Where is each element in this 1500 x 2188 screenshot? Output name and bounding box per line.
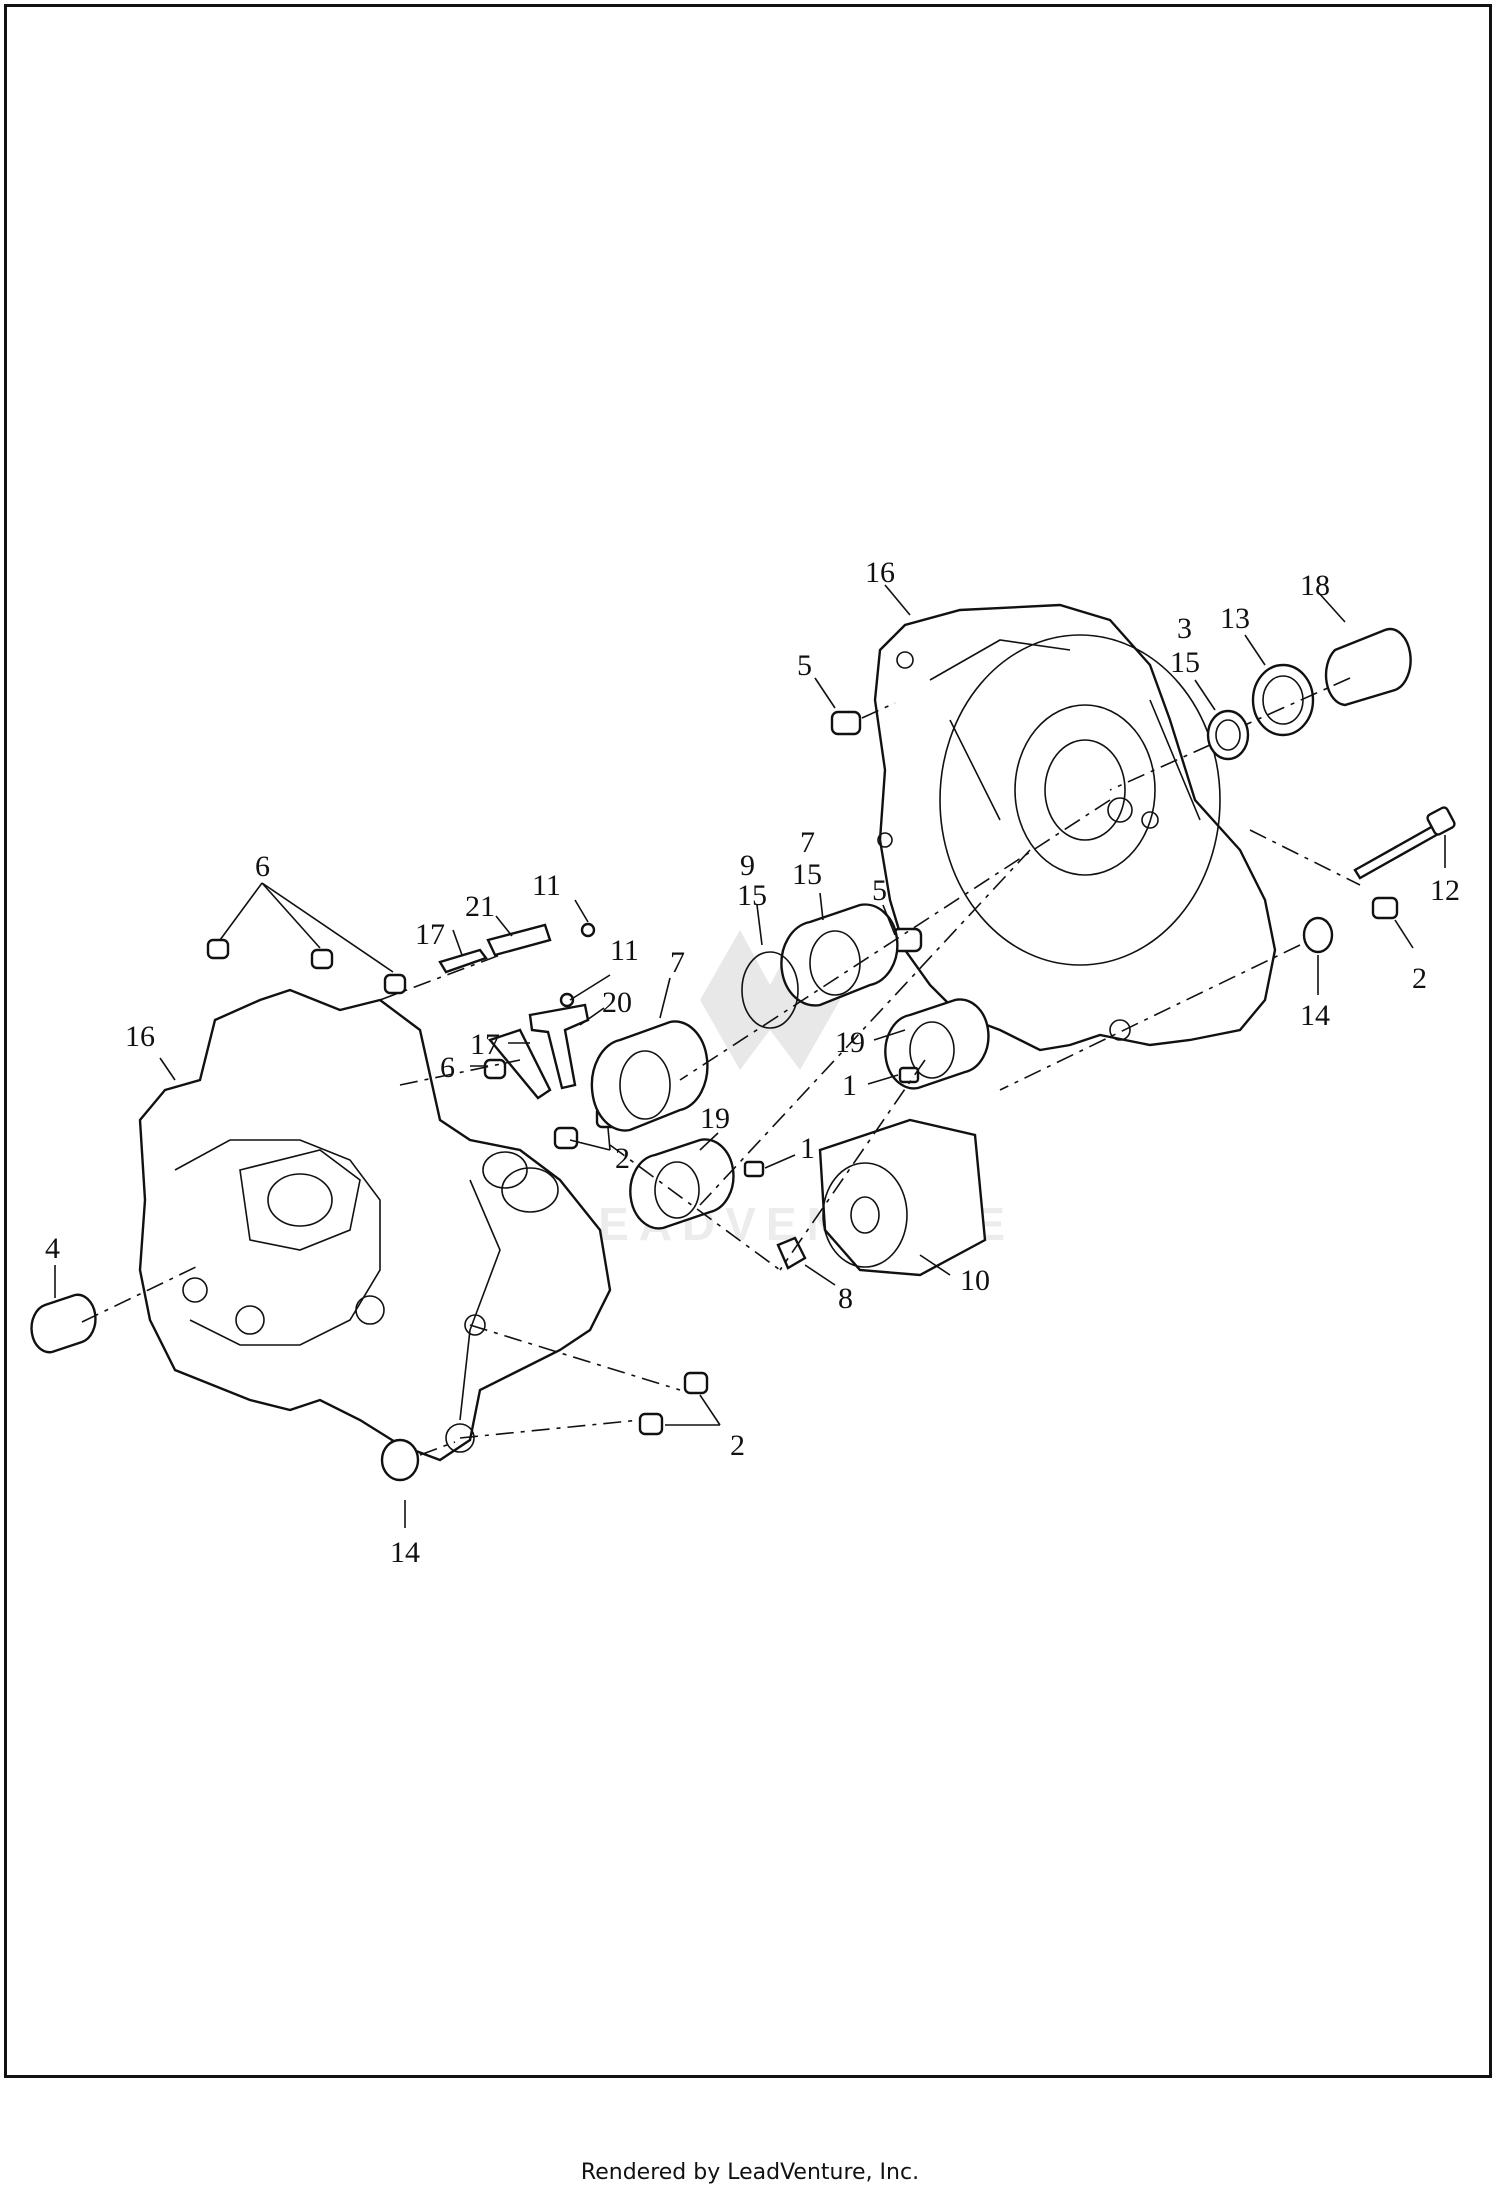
- callout: 6: [440, 1051, 455, 1084]
- right-crankcase-half: [873, 603, 1277, 1052]
- callout: 2: [615, 1142, 630, 1175]
- jet-17-lower: [487, 1028, 552, 1100]
- dowel-2-right: [1371, 896, 1399, 920]
- callout: 5: [872, 874, 887, 907]
- callout: 6: [255, 850, 270, 883]
- callout: 11: [532, 869, 561, 902]
- callout: 15: [1170, 646, 1200, 679]
- callout: 17: [470, 1028, 500, 1061]
- callout: 16: [865, 556, 895, 589]
- bearing-19-left: [629, 1138, 735, 1230]
- callout: 10: [960, 1264, 990, 1297]
- dowel-6a: [206, 938, 230, 960]
- dowel-2a: [553, 1126, 579, 1150]
- callout: 14: [1300, 999, 1330, 1032]
- parts-small: [30, 627, 1456, 1482]
- callout: 11: [610, 934, 639, 967]
- washer-14-left: [380, 1438, 420, 1482]
- oil-filter-10: [818, 1118, 987, 1277]
- callout: 19: [835, 1026, 865, 1059]
- left-crankcase-half: [138, 988, 612, 1462]
- dowel-2c: [683, 1371, 709, 1395]
- callout: 20: [602, 986, 632, 1019]
- callout: 16: [125, 1020, 155, 1053]
- callout: 2: [730, 1429, 745, 1462]
- callout: 2: [1412, 962, 1427, 995]
- callout: 15: [792, 858, 822, 891]
- jet-20: [528, 1003, 590, 1090]
- jet-21: [486, 923, 552, 957]
- exploded-parts-diagram: LEADVENTURE: [30, 556, 1460, 1569]
- callout: 9: [740, 849, 755, 882]
- dowel-5a: [830, 710, 862, 736]
- screw-11-upper: [580, 922, 596, 938]
- bearing-19-right: [884, 998, 990, 1090]
- dowel-6d: [483, 1058, 507, 1080]
- dowel-6c: [383, 973, 407, 995]
- callout: 21: [465, 890, 495, 923]
- callout: 5: [797, 649, 812, 682]
- seal-13: [1251, 663, 1315, 737]
- fitting-8: [776, 1236, 807, 1270]
- callout-labels: 16 5 3 15 13 18 12 2 14 7 15 9 15 5 19 1…: [45, 556, 1460, 1569]
- bushing-18: [1324, 627, 1412, 707]
- callout: 18: [1300, 569, 1330, 602]
- screw-11-lower: [559, 992, 575, 1008]
- bolt-12: [1353, 823, 1442, 880]
- jet-17-upper: [438, 948, 488, 974]
- washer-15: [1206, 709, 1250, 761]
- callout: 13: [1220, 602, 1250, 635]
- callout: 7: [670, 946, 685, 979]
- callout: 3: [1177, 612, 1192, 645]
- bearing-7-right: [780, 903, 899, 1007]
- callout: 17: [415, 918, 445, 951]
- leader-lines: [54, 584, 1446, 1528]
- bearing-4: [30, 1293, 97, 1354]
- dowel-6b: [310, 948, 334, 970]
- footer-credit: Rendered by LeadVenture, Inc.: [580, 2160, 920, 2185]
- callout: 19: [700, 1102, 730, 1135]
- callout: 12: [1430, 874, 1460, 907]
- callout: 1: [842, 1069, 857, 1102]
- callout: 15: [737, 879, 767, 912]
- callout: 4: [45, 1232, 60, 1265]
- retaining-ring-9: [741, 951, 799, 1029]
- callout: 7: [800, 826, 815, 859]
- washer-14-right: [1302, 916, 1334, 954]
- diagram-frame: [4, 4, 1492, 2078]
- dowel-2d: [638, 1412, 664, 1436]
- alignment-lines: [81, 677, 1361, 1456]
- screw-1-left: [743, 1160, 765, 1178]
- callout: 14: [390, 1536, 420, 1569]
- callout: 8: [838, 1282, 853, 1315]
- bearing-7-left: [590, 1020, 709, 1132]
- callout: 1: [800, 1132, 815, 1165]
